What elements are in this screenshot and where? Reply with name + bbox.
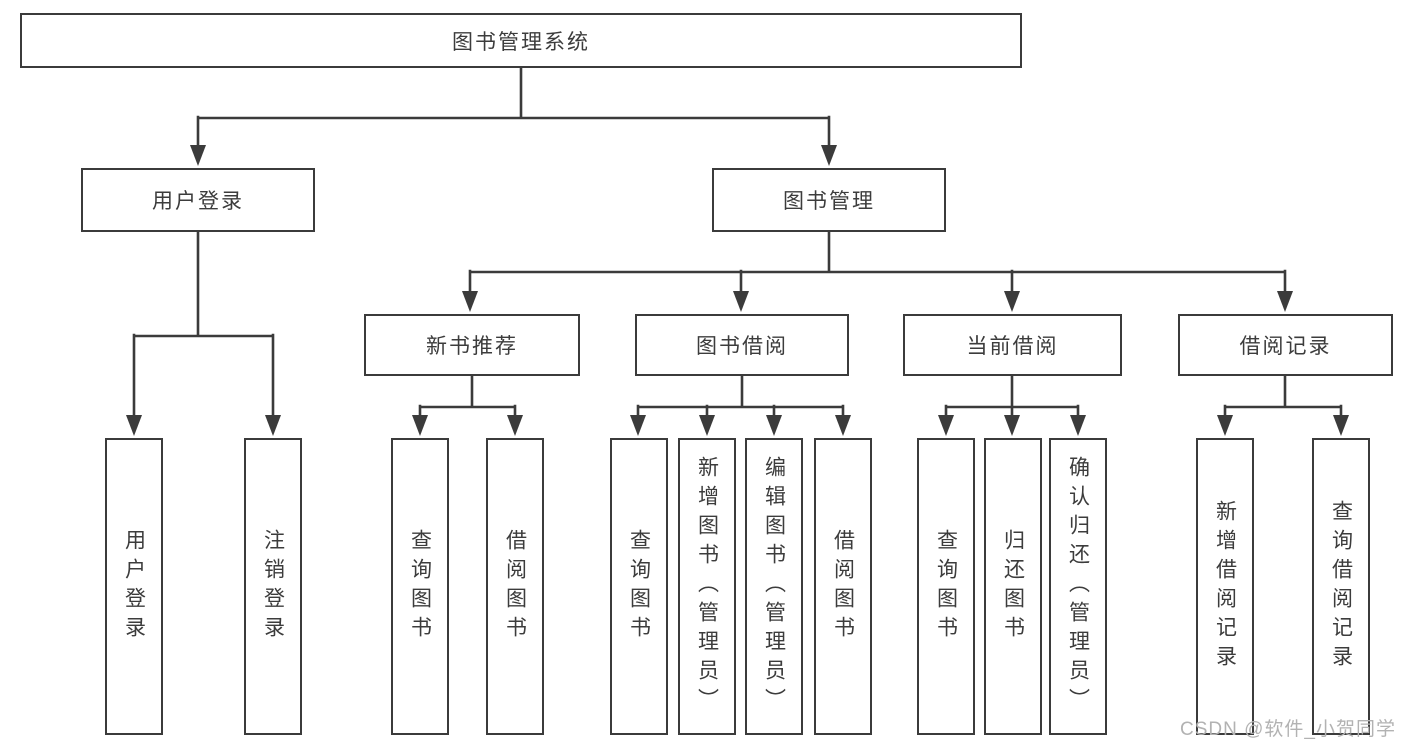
connector-current-borrow-to-leaves [938,374,1086,436]
connector-root-to-branches [190,65,837,166]
leaf-label: 新增借阅记录 [1213,499,1237,674]
node-leaf-logout: 注销登录 [244,438,302,735]
leaf-label: 注销登录 [261,528,285,645]
node-book-mgmt: 图书管理 [712,168,946,232]
node-book-borrow: 图书借阅 [635,314,849,376]
node-leaf-query-books-2: 查询图书 [610,438,668,735]
node-leaf-return-books: 归还图书 [984,438,1042,735]
leaf-label: 查询图书 [934,528,958,645]
connector-user-login-to-leaves [126,230,281,436]
connector-book-mgmt-to-groups [462,230,1293,312]
node-leaf-add-books-admin: 新增图书（管理员） [678,438,736,735]
node-leaf-edit-books-admin: 编辑图书（管理员） [745,438,803,735]
leaf-label: 确认归还（管理员） [1066,456,1090,717]
node-new-books: 新书推荐 [364,314,580,376]
node-borrow-records: 借阅记录 [1178,314,1393,376]
leaf-label: 查询图书 [627,528,651,645]
leaf-label: 借阅图书 [503,528,527,645]
leaf-label: 查询借阅记录 [1329,499,1353,674]
node-leaf-confirm-return-admin: 确认归还（管理员） [1049,438,1107,735]
connector-book-borrow-to-leaves [630,374,851,436]
node-leaf-add-borrow-record: 新增借阅记录 [1196,438,1254,735]
leaf-label: 查询图书 [408,528,432,645]
leaf-label: 新增图书（管理员） [695,456,719,717]
node-leaf-query-books-1: 查询图书 [391,438,449,735]
node-leaf-query-borrow-record: 查询借阅记录 [1312,438,1370,735]
leaf-label: 编辑图书（管理员） [762,456,786,717]
connector-borrow-records-to-leaves [1217,374,1349,436]
node-root: 图书管理系统 [20,13,1022,68]
node-leaf-borrow-books-1: 借阅图书 [486,438,544,735]
node-user-login: 用户登录 [81,168,315,232]
node-current-borrow: 当前借阅 [903,314,1122,376]
connector-new-books-to-leaves [412,374,523,436]
watermark: CSDN @软件_小贺同学 [1180,719,1396,740]
leaf-label: 借阅图书 [831,528,855,645]
node-leaf-query-books-3: 查询图书 [917,438,975,735]
node-leaf-borrow-books-2: 借阅图书 [814,438,872,735]
node-leaf-user-login: 用户登录 [105,438,163,735]
leaf-label: 归还图书 [1001,528,1025,645]
leaf-label: 用户登录 [122,528,146,645]
